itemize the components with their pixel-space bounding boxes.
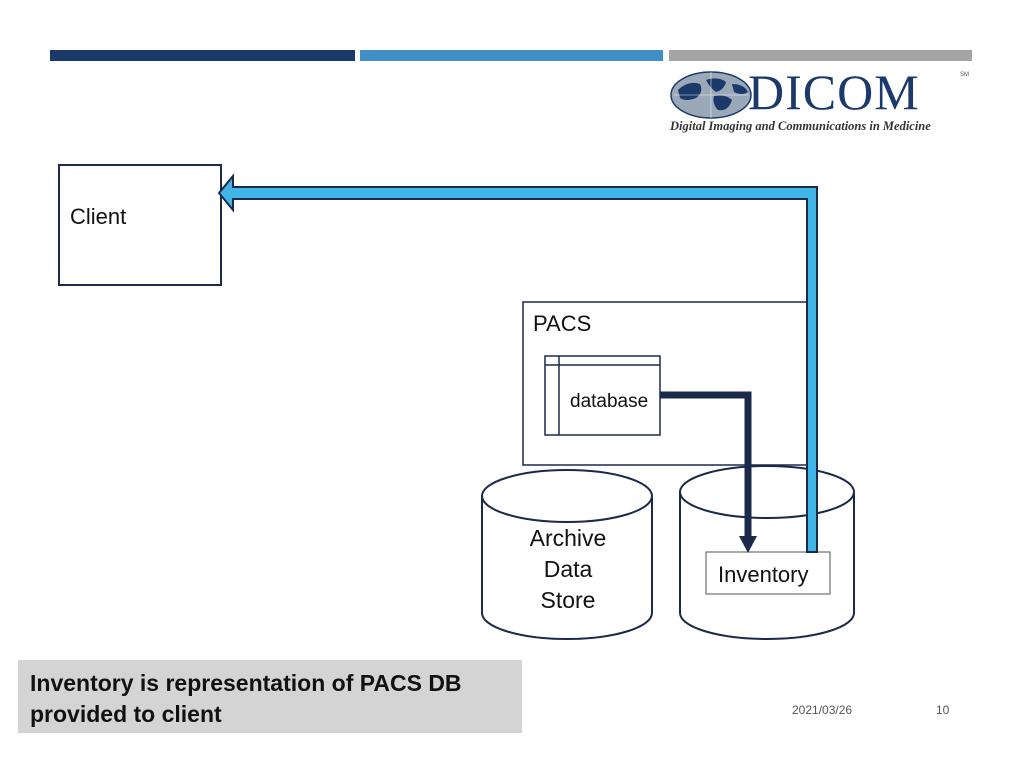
client-label: Client <box>70 204 127 229</box>
pacs-label: PACS <box>533 311 592 336</box>
dicom-logo: DICOM SM Digital Imaging and Communicati… <box>670 64 975 136</box>
archive-cylinder <box>481 469 653 640</box>
slide-page-number: 10 <box>936 703 950 717</box>
database-label: database <box>570 391 649 412</box>
archive-label-line: Data <box>543 556 593 582</box>
archive-label-line: Archive <box>529 525 607 551</box>
inventory-label: Inventory <box>718 562 809 587</box>
client-box <box>58 164 222 286</box>
header-bar-grey <box>669 50 972 61</box>
logo-wordmark: DICOM <box>748 64 920 120</box>
slide-date: 2021/03/26 <box>792 703 853 717</box>
header-bar-navy <box>50 50 355 61</box>
inventory-box <box>705 551 831 595</box>
archive-label: Archive Data Store <box>498 523 638 616</box>
archive-label-line: Store <box>540 587 596 613</box>
logo-service-mark: SM <box>960 72 969 78</box>
globe-icon <box>670 71 752 119</box>
database-to-inventory-arrow <box>660 391 757 553</box>
header-bar-blue <box>360 50 663 61</box>
database-table-icon <box>544 355 661 436</box>
logo-tagline: Digital Imaging and Communications in Me… <box>670 119 931 133</box>
slide-caption: Inventory is representation of PACS DB p… <box>18 660 522 733</box>
inventory-to-client-arrow <box>217 173 818 553</box>
